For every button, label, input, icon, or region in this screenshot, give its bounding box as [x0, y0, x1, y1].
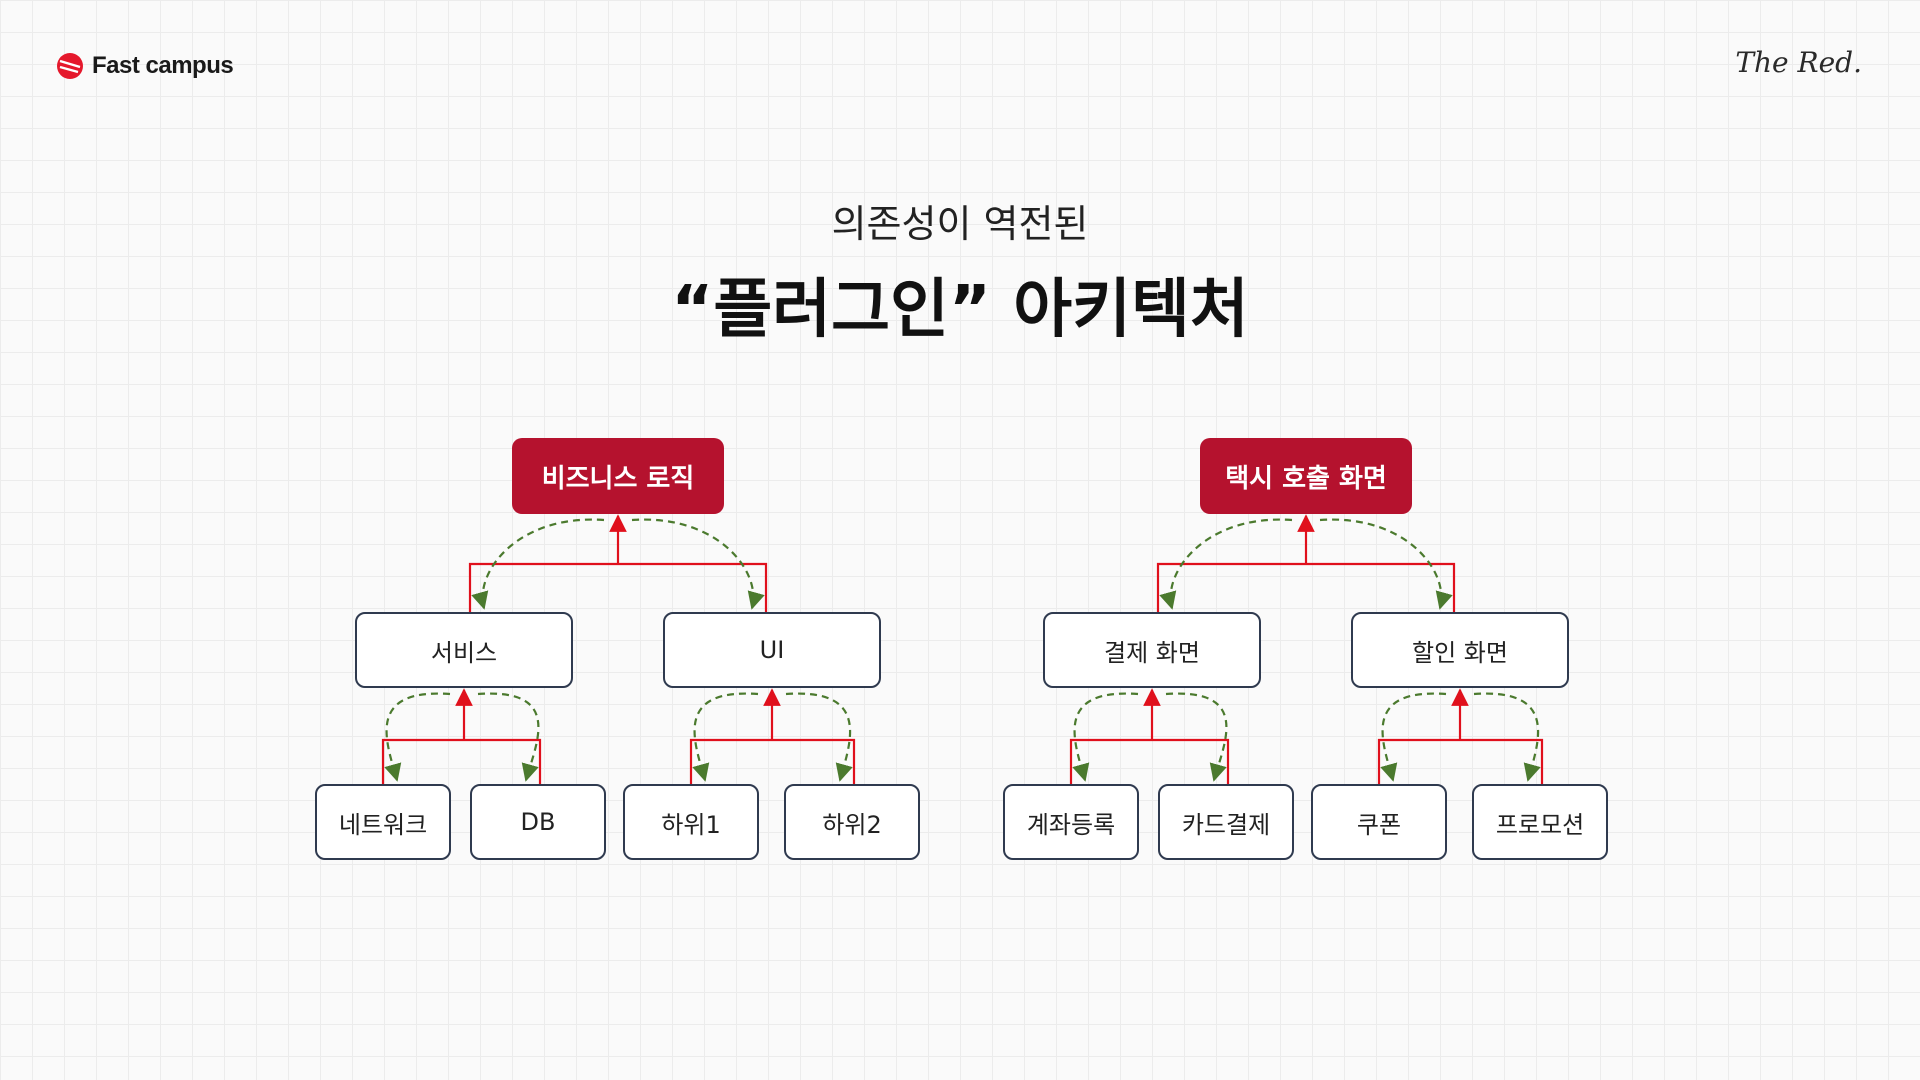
- page-title: “플러그인” 아키텍처: [671, 273, 1249, 347]
- diagram-2-child-1-bracket-line: [1069, 738, 1230, 784]
- diagram-1-leaf-node-1-2: DB: [470, 784, 606, 860]
- diagram-1-root-bracket-line: [468, 562, 768, 612]
- diagram-1-root-control-flow-left: [471, 518, 605, 610]
- diagram-2-root-bracket-line: [1156, 562, 1456, 612]
- diagram-1-child-1-control-flow-right: [477, 692, 540, 782]
- diagram-1-leaf-node-2-2: 하위2: [784, 784, 920, 860]
- diagram-1-child-2-control-flow-left: [692, 692, 759, 782]
- diagram-1-leaf-node-2-1: 하위1: [623, 784, 759, 860]
- fastcampus-logo: Fast campus: [56, 52, 234, 80]
- diagram-2-root-control-flow-right: [1319, 518, 1453, 610]
- diagram-2-leaf-node-1-2: 카드결제: [1158, 784, 1294, 860]
- diagram-2-leaf-node-2-2: 프로모션: [1472, 784, 1608, 860]
- diagram-1-child-node-1: 서비스: [355, 612, 573, 688]
- logo-text: Fast campus: [92, 52, 234, 79]
- diagram-2-leaf-node-2-1: 쿠폰: [1311, 784, 1447, 860]
- diagram-2-root-control-flow-left: [1159, 518, 1293, 610]
- diagram-1-child-2-bracket-line: [689, 738, 856, 784]
- diagram-1-child-2-control-flow-right: [785, 692, 853, 782]
- signature: The Red.: [1735, 46, 1862, 79]
- diagram-2-child-2-bracket-line: [1377, 738, 1544, 784]
- diagram-1-child-1-control-flow-left: [384, 692, 451, 782]
- page-subtitle: 의존성이 역전된: [831, 202, 1089, 246]
- diagram-1-root-node: 비즈니스 로직: [512, 438, 724, 514]
- diagram-2-child-1-control-flow-left: [1072, 692, 1139, 782]
- diagram-1-leaf-node-1-1: 네트워크: [315, 784, 451, 860]
- diagram-1-root-control-flow-right: [631, 518, 765, 610]
- diagram-1-child-1-bracket-line: [381, 738, 542, 784]
- diagram-2-child-2-control-flow-left: [1380, 692, 1447, 782]
- diagram-2-child-node-2: 할인 화면: [1351, 612, 1569, 688]
- diagram-1-child-node-2: UI: [663, 612, 881, 688]
- diagram-2-root-node: 택시 호출 화면: [1200, 438, 1412, 514]
- diagram-2-child-2-control-flow-right: [1473, 692, 1541, 782]
- diagram-2-leaf-node-1-1: 계좌등록: [1003, 784, 1139, 860]
- diagram-2-child-1-control-flow-right: [1165, 692, 1228, 782]
- diagram-2-child-node-1: 결제 화면: [1043, 612, 1261, 688]
- fastcampus-logo-icon: [57, 53, 83, 79]
